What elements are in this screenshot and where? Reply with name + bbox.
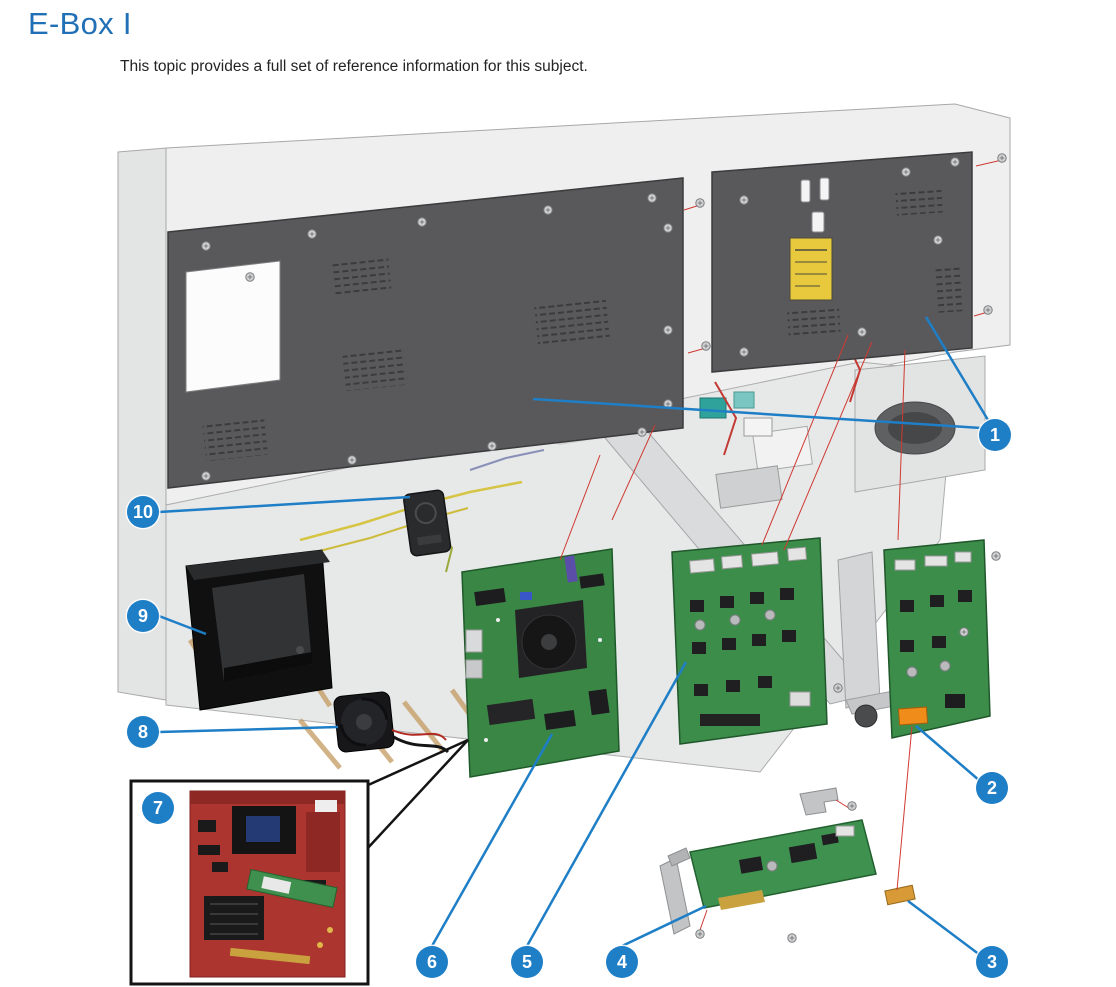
inset-wedge-lines xyxy=(365,738,469,851)
hard-disk-drive xyxy=(403,489,452,557)
intro-text: This topic provides a full set of refere… xyxy=(120,58,588,75)
memory-connector-part xyxy=(884,884,916,906)
info-label xyxy=(185,260,281,393)
callout-1: 1 xyxy=(979,419,1011,451)
callout-leader-lines xyxy=(158,316,990,956)
cooling-fan xyxy=(333,691,450,754)
right-cover-panel xyxy=(711,151,973,373)
inset-formatter-photo xyxy=(189,790,346,978)
warning-label xyxy=(789,237,833,301)
alignment-lines xyxy=(559,159,1003,931)
callout-7: 7 xyxy=(142,792,174,824)
air-duct xyxy=(185,549,333,711)
left-cover-panel xyxy=(167,177,684,489)
interconnect-pca xyxy=(883,539,991,739)
pcie-card-assembly xyxy=(659,787,916,935)
callout-5: 5 xyxy=(511,946,543,978)
callout-3: 3 xyxy=(976,946,1008,978)
formatter-pca xyxy=(461,548,620,778)
engine-pca xyxy=(671,537,828,745)
orange-connector xyxy=(897,706,929,726)
callout-4: 4 xyxy=(606,946,638,978)
callout-8: 8 xyxy=(127,716,159,748)
callout-6: 6 xyxy=(416,946,448,978)
formatter-inset xyxy=(129,738,469,986)
card-bracket xyxy=(659,857,691,935)
mounting-bracket xyxy=(799,787,839,816)
callout-10: 10 xyxy=(127,496,159,528)
callout-2: 2 xyxy=(976,772,1008,804)
callout-9: 9 xyxy=(127,600,159,632)
page-title: E-Box I xyxy=(28,6,132,41)
